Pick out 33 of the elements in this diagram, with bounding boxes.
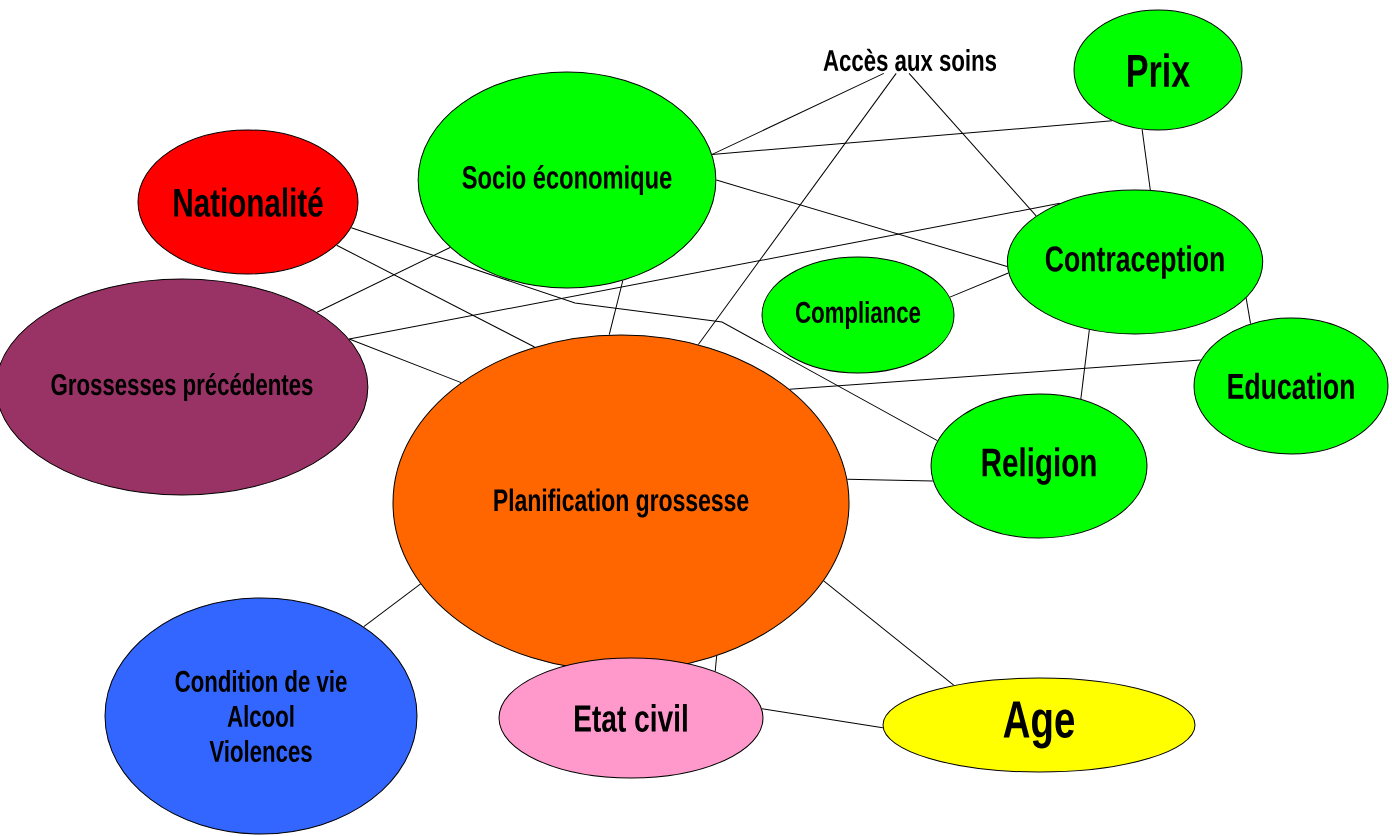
- connector-line: [715, 179, 1008, 267]
- connector-line: [714, 655, 718, 672]
- connector-line: [711, 120, 1113, 155]
- ellipse-node: Prix: [1073, 9, 1243, 131]
- ellipse-node: Socio économique: [417, 71, 717, 289]
- connector-line: [1141, 128, 1151, 191]
- node-label: Accès aux soins: [823, 48, 997, 72]
- connector-line: [316, 247, 451, 313]
- ellipse-node: Religion: [930, 393, 1148, 539]
- ellipse-node: Condition de vie Alcool Violences: [104, 597, 418, 835]
- connector-line: [949, 272, 1009, 298]
- ellipse-node: Nationalité: [137, 129, 359, 275]
- ellipse-node: Contraception: [1006, 189, 1264, 335]
- connector-line: [350, 227, 938, 442]
- connector-line: [823, 580, 955, 686]
- connector-line: [336, 244, 536, 348]
- ellipse-node: Planification grossesse: [392, 334, 850, 672]
- connector-line: [1245, 297, 1252, 325]
- connector-line: [348, 202, 1061, 340]
- connector-line: [908, 72, 1037, 217]
- ellipse-node: Compliance: [761, 256, 955, 374]
- connector-line: [363, 583, 422, 628]
- ellipse-node: Age: [882, 677, 1196, 773]
- connector-line: [846, 478, 934, 482]
- ellipse-node: Etat civil: [498, 657, 764, 779]
- connector-line: [1080, 329, 1090, 400]
- connector-line: [761, 708, 884, 729]
- connector-line: [348, 338, 462, 384]
- ellipse-node: Education: [1193, 317, 1389, 455]
- connector-line: [608, 280, 624, 336]
- connector-line: [789, 359, 1202, 390]
- connector-line: [697, 72, 897, 345]
- connector-line: [711, 72, 885, 155]
